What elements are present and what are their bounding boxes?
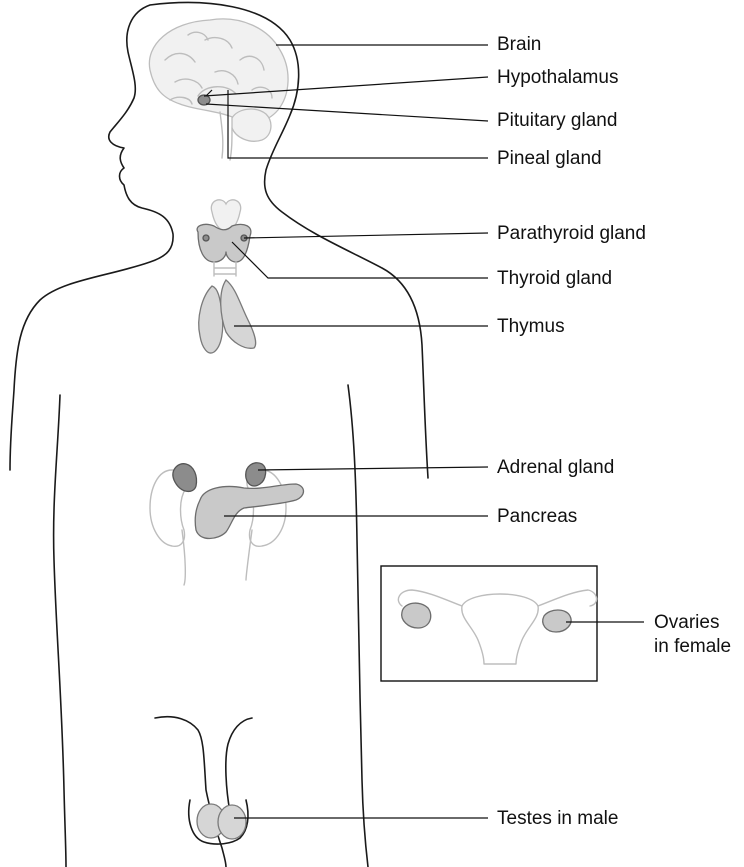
trachea-shape bbox=[214, 262, 236, 276]
pancreas-label: Pancreas bbox=[497, 506, 577, 527]
left-ovary bbox=[402, 603, 431, 628]
right-ovary bbox=[543, 610, 571, 632]
pineal-gland-label: Pineal gland bbox=[497, 148, 602, 169]
ovaries-label-line2: in female bbox=[654, 636, 731, 657]
thyroid-gland bbox=[197, 224, 251, 262]
thyroid-leader bbox=[232, 242, 488, 278]
body-outline bbox=[10, 3, 428, 867]
parathyroid-gland-label: Parathyroid gland bbox=[497, 223, 646, 244]
genital-outline bbox=[155, 717, 252, 867]
cerebellum-shape bbox=[232, 109, 271, 141]
fallopian-tubes bbox=[398, 590, 596, 606]
pituitary-gland-label: Pituitary gland bbox=[497, 110, 617, 131]
right-testis bbox=[218, 805, 246, 839]
hypothalamus-label: Hypothalamus bbox=[497, 67, 618, 88]
brain-label: Brain bbox=[497, 34, 541, 55]
testes-label: Testes in male bbox=[497, 808, 618, 829]
adrenal-gland-label: Adrenal gland bbox=[497, 457, 614, 478]
ureters bbox=[182, 530, 252, 585]
thymus-label: Thymus bbox=[497, 316, 565, 337]
parathyroid-dot-1 bbox=[203, 235, 209, 241]
thyroid-gland-label: Thyroid gland bbox=[497, 268, 612, 289]
uterus-shape bbox=[462, 594, 538, 664]
pituitary-gland bbox=[198, 95, 210, 105]
ovaries-label-line1: Ovaries bbox=[654, 612, 719, 633]
parathyroid-leader bbox=[244, 233, 488, 238]
adrenal-leader bbox=[258, 467, 488, 470]
thymus-left-lobe bbox=[199, 286, 223, 353]
thymus-right-lobe bbox=[221, 280, 256, 348]
left-adrenal-gland bbox=[173, 464, 197, 492]
brainstem-shape bbox=[220, 112, 232, 160]
right-adrenal-gland bbox=[246, 463, 266, 486]
